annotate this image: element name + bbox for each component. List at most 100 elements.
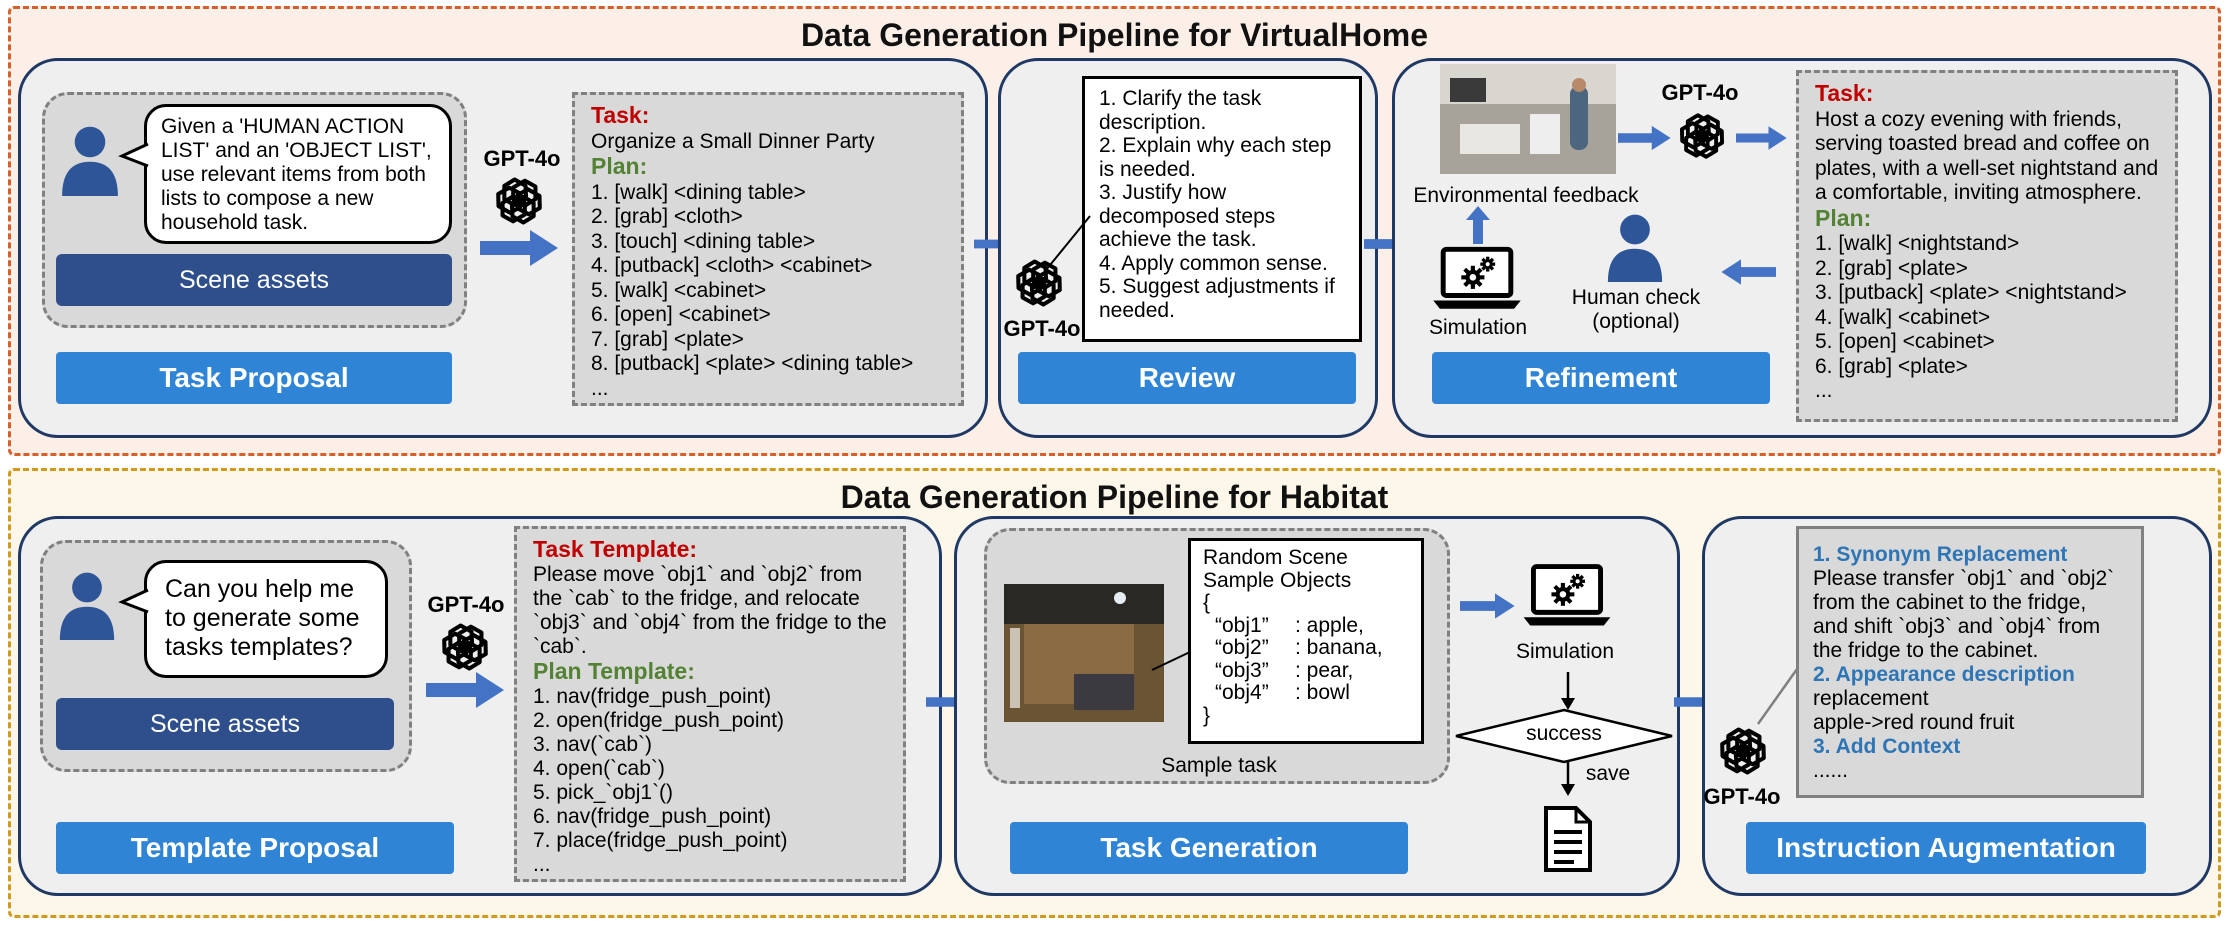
plan-heading: Plan: [591, 153, 640, 179]
simulation-label: Simulation: [1515, 640, 1615, 663]
habitat-title: Data Generation Pipeline for Habitat: [840, 479, 1389, 515]
object-entry: “obj2”: banana,: [1215, 636, 1383, 659]
gpt-logo-icon: [1674, 108, 1730, 164]
success-decision-diamond: [1455, 708, 1673, 764]
refinement-plan-box: Task: Host a cozy evening with friends, …: [1796, 70, 2178, 422]
sample-objects-box: Random Scene Sample Objects { “obj1”: ap…: [1188, 538, 1424, 744]
simulation-label: Simulation: [1428, 316, 1528, 339]
augmentation-box: 1. Synonym Replacement Please transfer `…: [1796, 526, 2144, 798]
appearance-description-example: apple->red round fruit: [1813, 711, 2015, 734]
optional-label: (optional): [1592, 310, 1680, 333]
task-heading: Task: [1815, 80, 1866, 106]
task-proposal-label: Task Proposal: [56, 352, 452, 404]
plan-step: ...: [1815, 379, 1833, 402]
refinement-task-text: Host a cozy evening with friends, servin…: [1815, 107, 2159, 205]
gpt-logo-icon: [436, 618, 494, 676]
appearance-description-text: replacement: [1813, 687, 1929, 710]
plan-step: 5. pick_`obj1`(): [533, 781, 674, 804]
template-prompt-bubble: Can you help me to generate some tasks t…: [144, 560, 388, 678]
plan-step: 2. open(fridge_push_point): [533, 709, 785, 732]
human-check-label: Human check: [1571, 286, 1701, 309]
synonym-replacement-text: Please transfer `obj1` and `obj2` from t…: [1813, 567, 2115, 662]
review-item: 1. Clarify the task description.: [1099, 87, 1262, 134]
task-generation-label: Task Generation: [1010, 822, 1408, 874]
arrow-right-icon: [1618, 120, 1672, 156]
instruction-augmentation-label: Instruction Augmentation: [1746, 822, 2146, 874]
review-item: 3. Justify how decomposed steps achieve …: [1099, 181, 1276, 251]
save-label: save: [1585, 762, 1631, 785]
environmental-feedback-label: Environmental feedback: [1413, 184, 1639, 207]
plan-step: 5. [walk] <cabinet>: [591, 278, 767, 302]
arrow-right-icon: [1736, 120, 1788, 156]
document-icon: [1544, 806, 1592, 872]
task-template-heading: Task Template: [533, 536, 690, 562]
plan-step: 5. [open] <cabinet>: [1815, 330, 1995, 353]
template-proposal-label: Template Proposal: [56, 822, 454, 874]
appearance-description-heading: 2. Appearance description: [1813, 663, 2075, 686]
scene-line: Random Scene: [1203, 546, 1348, 569]
sample-task-label: Sample task: [1161, 754, 1277, 777]
task-template-text: Please move `obj1` and `obj2` from the `…: [533, 563, 887, 658]
human-person-icon: [1600, 212, 1670, 282]
gpt-logo-icon: [1714, 722, 1772, 780]
template-plan-box: Task Template: Please move `obj1` and `o…: [514, 526, 906, 882]
connector-line: [1151, 651, 1191, 671]
scene-line: {: [1203, 591, 1211, 614]
plan-step: 3. [touch] <dining table>: [591, 229, 816, 253]
gpt-4o-label: GPT-4o: [1003, 316, 1081, 341]
arrow-down-icon: [1561, 672, 1575, 710]
success-label: success: [1526, 722, 1602, 745]
gpt-4o-label: GPT-4o: [1661, 80, 1739, 105]
plan-heading: Plan: [1815, 204, 1864, 231]
habitat-scene-image: [1004, 584, 1164, 722]
plan-step: 2. [grab] <plate>: [1815, 256, 1968, 280]
simulation-laptop-icon: [1522, 562, 1612, 630]
scene-assets-bar: Scene assets: [56, 254, 452, 306]
object-entry: “obj3”: pear,: [1215, 658, 1354, 682]
arrow-right-icon: [420, 670, 512, 710]
user-person-icon: [54, 124, 126, 196]
review-item: 2. Explain why each step is needed.: [1099, 134, 1332, 181]
plan-template-heading: Plan Template: [533, 658, 688, 684]
arrow-right-icon: [1460, 588, 1516, 624]
template-prompt: Can you help me to generate some tasks t…: [165, 575, 360, 661]
gpt-4o-label: GPT-4o: [427, 592, 505, 617]
simulation-laptop-icon: [1422, 246, 1532, 312]
object-entry: “obj1”: apple,: [1215, 613, 1364, 637]
plan-step: 6. [open] <cabinet>: [591, 303, 771, 326]
refinement-label: Refinement: [1432, 352, 1770, 404]
plan-step: 2. [grab] <cloth>: [591, 205, 743, 228]
bubble-tail: [118, 588, 149, 614]
plan-step: 1. [walk] <nightstand>: [1815, 232, 2020, 255]
arrow-down-icon: [1561, 762, 1575, 796]
task-heading: Task: [591, 102, 642, 128]
close-brace: }: [1203, 703, 1211, 727]
bubble-tail: [118, 142, 149, 168]
add-context-heading: 3. Add Context: [1813, 735, 1961, 758]
plan-step: 4. [walk] <cabinet>: [1815, 305, 1991, 329]
plan-step: 1. nav(fridge_push_point): [533, 685, 772, 708]
plan-step: 6. [grab] <plate>: [1815, 354, 1968, 378]
plan-step: 1. [walk] <dining table>: [591, 180, 806, 204]
plan-step: 7. [grab] <plate>: [591, 327, 744, 351]
scene-assets-bar: Scene assets: [56, 698, 394, 750]
arrow-left-icon: [1721, 259, 1776, 285]
synonym-replacement-heading: 1. Synonym Replacement: [1813, 543, 2068, 566]
review-item: 4. Apply common sense.: [1099, 251, 1328, 275]
task-text: Organize a Small Dinner Party: [591, 129, 875, 153]
arrow-right-icon: [474, 228, 566, 268]
gpt-logo-icon: [490, 172, 548, 230]
object-entry: “obj4”: bowl: [1215, 681, 1350, 704]
plan-step: 7. place(fridge_push_point): [533, 829, 788, 852]
plan-step: 4. [putback] <cloth> <cabinet>: [591, 254, 873, 277]
connector-line: [1045, 215, 1091, 271]
gpt-4o-label: GPT-4o: [1703, 784, 1781, 809]
plan-step: 4. open(`cab`): [533, 757, 665, 780]
review-list-box: 1. Clarify the task description. 2. Expl…: [1082, 76, 1362, 342]
gpt-logo-icon: [1010, 254, 1068, 312]
task-proposal-prompt: Given a 'HUMAN ACTION LIST' and an 'OBJE…: [161, 115, 432, 234]
gpt-4o-label: GPT-4o: [483, 146, 561, 171]
arrow-up-icon: [1466, 206, 1490, 244]
plan-step: 3. [putback] <plate> <nightstand>: [1815, 281, 2127, 304]
plan-step: 8. [putback] <plate> <dining table>: [591, 352, 914, 375]
